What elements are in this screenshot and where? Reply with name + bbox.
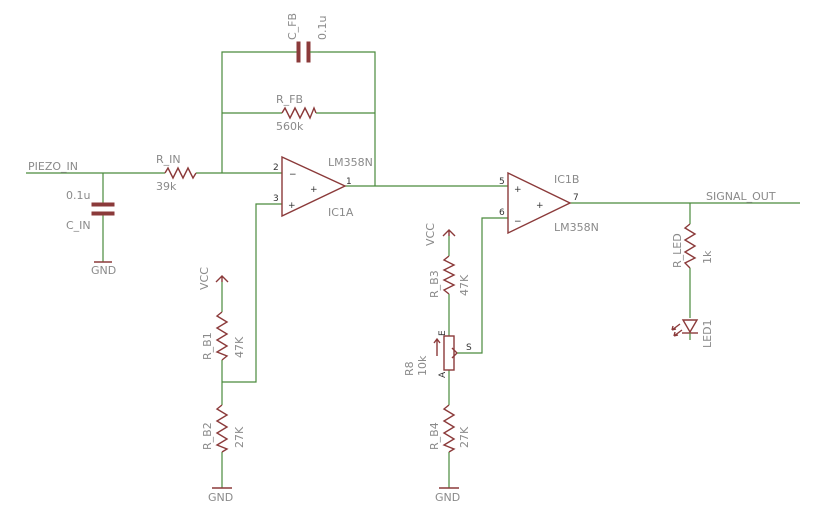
r8-value: 10k [416, 355, 429, 376]
r-led-value: 1k [701, 250, 714, 264]
r8-name: R8 [403, 361, 416, 376]
capacitor-c-in [91, 202, 115, 216]
ic1a-name: IC1A [328, 206, 354, 219]
net-label-signal-out: SIGNAL_OUT [706, 190, 776, 203]
r-in-name: R_IN [156, 153, 181, 166]
vcc-label-left: VCC [198, 267, 211, 290]
ic1b-pin-7: 7 [573, 193, 579, 203]
gnd-label-left: GND [208, 491, 233, 504]
r-b4-name: R_B4 [428, 422, 441, 450]
r8-pin-e: E [438, 330, 448, 336]
r-fb-name: R_FB [276, 93, 303, 106]
ic1b-plus-sign: + [514, 185, 522, 195]
wires [26, 51, 800, 488]
vcc-arrow-icon [215, 275, 229, 283]
resistor-r-b3 [442, 255, 456, 295]
led1-symbol [671, 319, 699, 340]
resistor-r-b1 [215, 311, 229, 361]
net-label-piezo-in: PIEZO_IN [28, 160, 78, 173]
r-b1-value: 47K [233, 336, 246, 358]
resistor-r-fb [281, 106, 317, 120]
ic1b-minus-sign: − [514, 217, 522, 227]
ic1b-out-plus-sign: + [536, 201, 544, 211]
led1-name: LED1 [701, 319, 714, 348]
resistor-r-b2 [215, 404, 229, 453]
ic1b-name: IC1B [554, 173, 579, 186]
r-led-name: R_LED [671, 233, 684, 268]
ic1a-pin-2: 2 [273, 163, 279, 173]
resistor-r-led [683, 223, 697, 269]
wire-feedback-left [221, 51, 297, 173]
r-b3-name: R_B3 [428, 270, 441, 298]
r-in-value: 39k [156, 180, 177, 193]
r8-pin-a: A [438, 371, 448, 378]
r-b2-name: R_B2 [201, 422, 214, 450]
c-fb-name: C_FB [286, 13, 299, 40]
c-in-name: C_IN [66, 219, 91, 232]
vcc-label-mid: VCC [424, 223, 437, 246]
r-b1-name: R_B1 [201, 332, 214, 360]
r-b4-value: 27K [458, 426, 471, 448]
ic1a-part: LM358N [328, 156, 373, 169]
r-b2-value: 27K [233, 426, 246, 448]
opamp-ic1a [281, 155, 347, 218]
gnd-label-cin: GND [91, 264, 116, 277]
resistor-r-in [164, 166, 197, 180]
r8-pin-s: S [466, 343, 472, 353]
r-fb-value: 560k [276, 120, 304, 133]
ic1a-plus-sign: + [288, 201, 296, 211]
led-light-arrow-icon [671, 323, 681, 331]
potentiometer-r8 [433, 335, 458, 371]
gnd-label-mid: GND [435, 491, 460, 504]
c-in-value: 0.1u [66, 189, 90, 202]
ic1b-pin-5: 5 [499, 177, 505, 187]
wire-ic1a-bias [222, 203, 282, 383]
ic1b-part: LM358N [554, 221, 599, 234]
ic1a-pin-1: 1 [346, 177, 352, 187]
opamp-ic1b [507, 171, 572, 235]
ic1a-out-plus-sign: + [310, 185, 318, 195]
ic1b-pin-6: 6 [499, 208, 505, 218]
wire-cfb-right [318, 51, 376, 186]
resistor-r-b4 [442, 404, 456, 453]
wire-wiper [457, 217, 508, 354]
ic1a-pin-3: 3 [273, 194, 279, 204]
ic1a-minus-sign: − [289, 170, 297, 180]
vcc-arrow-icon [442, 229, 456, 237]
r-b3-value: 47K [458, 274, 471, 296]
c-fb-value: 0.1u [316, 16, 329, 40]
capacitor-c-fb [296, 41, 318, 63]
